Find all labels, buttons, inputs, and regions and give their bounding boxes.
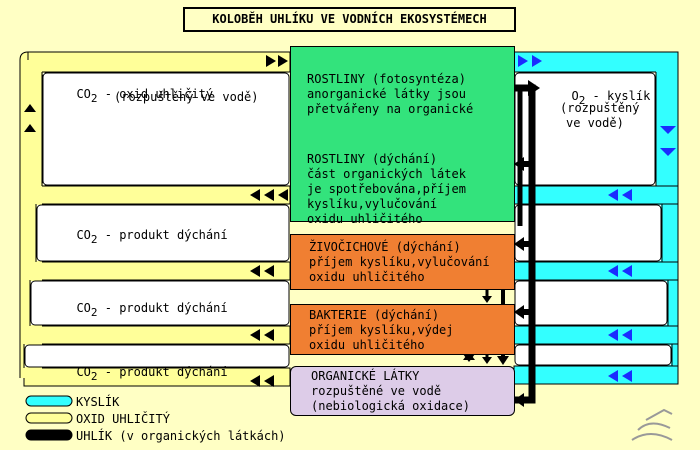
legend-co2-label: OXID UHLIČITÝ (76, 412, 170, 426)
plants-photosynthesis-box: ROSTLINY (fotosyntéza) anorganické látky… (290, 46, 515, 226)
co2-respiration-label-3: CO2 - produkt dýchání (76, 365, 228, 383)
legend-swatch-co2 (25, 412, 73, 424)
co2-flow-arrows (24, 55, 288, 387)
o2-label: O2 - kyslík (571, 89, 651, 107)
o2-band-2 (513, 261, 679, 281)
carbon-arrowhead-top (528, 80, 540, 96)
legend-swatch-carbon (25, 429, 73, 441)
co2-respiration-label-2: CO2 - produkt dýchání (76, 301, 228, 319)
bacteria-box: BAKTERIE (dýchání) příjem kyslíku,výdej … (290, 304, 515, 355)
plants-respiration-text: ROSTLINY (dýchání) část organických láte… (307, 152, 466, 226)
legend-oxygen-label: KYSLÍK (76, 395, 120, 409)
organic-matter-box: ORGANICKÉ LÁTKY rozpuštěné ve vodě (nebi… (290, 366, 515, 416)
co2-band-top (27, 51, 291, 73)
co2-dissolved-sub-label: (rozpuštěný ve vodě) (114, 90, 259, 104)
co2-respiration-label-1: CO2 - produkt dýchání (76, 228, 228, 246)
legend-swatch-oxygen (25, 395, 73, 407)
co2-dissolved-label: CO2 - oxid uhličitý (76, 87, 214, 105)
o2-band-1 (513, 185, 679, 205)
o2-band-4 (513, 365, 679, 385)
diagram-title: KOLOBĚH UHLÍKU VE VODNÍCH EKOSYSTÉMECH (183, 7, 516, 32)
o2-dissolved-label-1: (rozpuštěný (560, 101, 640, 115)
animals-box: ŽIVOČICHOVÉ (dýchání) příjem kyslíku,vyl… (290, 234, 515, 290)
legend-carbon-label: UHLÍK (v organických látkách) (76, 429, 286, 443)
o2-band-3 (513, 325, 679, 345)
o2-dissolved-label-2: ve vodě) (566, 116, 624, 130)
plants-photosynthesis-text: ROSTLINY (fotosyntéza) anorganické látky… (307, 72, 474, 116)
o2-flow-arrows (518, 55, 676, 382)
logo-icon (631, 408, 673, 441)
